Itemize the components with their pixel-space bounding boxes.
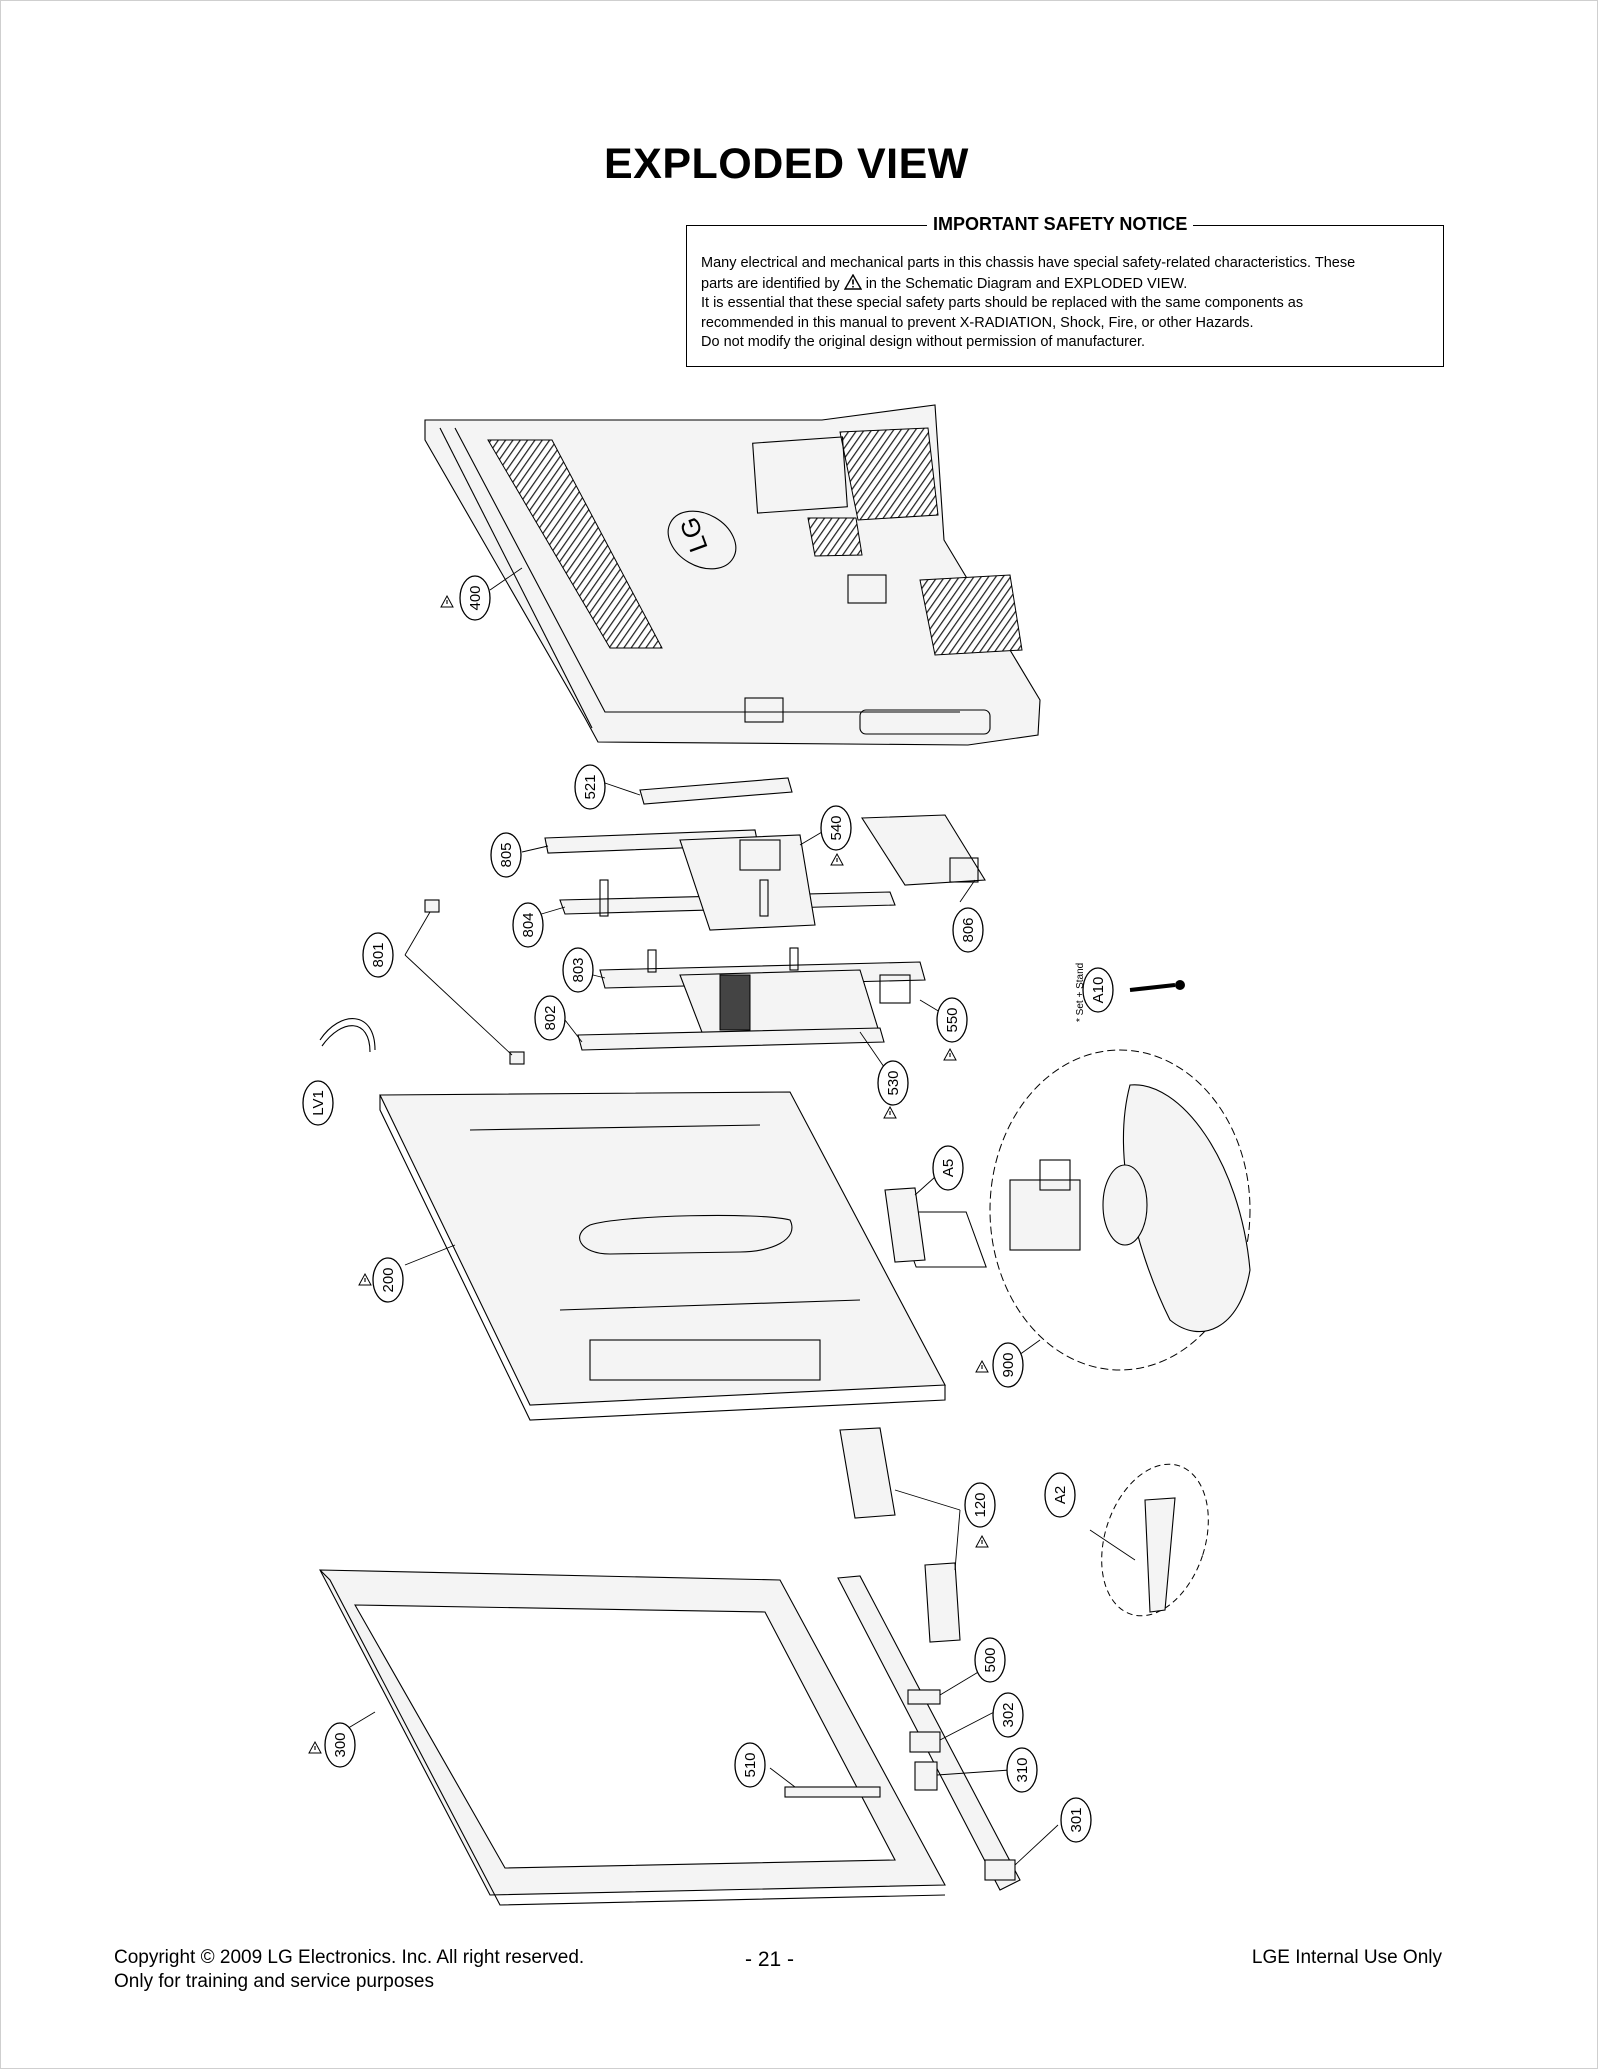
speaker-a5-part	[884, 1187, 926, 1263]
back-cover-part: LG	[424, 404, 1041, 746]
ir-board-120-part	[839, 1427, 961, 1643]
callout-label: 310	[1014, 1757, 1031, 1782]
callout-lv1: LV1	[302, 1080, 334, 1126]
callout-301: 301	[1060, 1797, 1092, 1843]
footer-usage: LGE Internal Use Only	[1251, 1947, 1442, 1968]
bracket-510-part	[769, 1767, 881, 1798]
callout-530: 530	[877, 1060, 909, 1106]
callout-804: 804	[512, 902, 544, 948]
callout-label: 802	[542, 1005, 559, 1030]
stand-note: * Set + Stand	[1075, 963, 1086, 1022]
side-parts-assembly	[837, 1575, 1059, 1891]
callout-label: 500	[982, 1647, 999, 1672]
callout-label: 510	[742, 1752, 759, 1777]
callout-label: 400	[467, 585, 484, 610]
callout-label: LV1	[310, 1090, 327, 1116]
callout-300: 300	[324, 1722, 356, 1768]
callout-510: 510	[734, 1742, 766, 1788]
safety-notice-body: Many electrical and mechanical parts in …	[701, 254, 1431, 353]
callout-label: 900	[1000, 1352, 1017, 1377]
callout-label: 540	[828, 815, 845, 840]
footer-copyright: Copyright © 2009 LG Electronics. Inc. Al…	[114, 1947, 585, 1968]
remote-a2-part	[1089, 1463, 1209, 1617]
main-board-assembly-part	[544, 829, 896, 931]
stand-900-part	[989, 1049, 1251, 1371]
callout-806: 806	[952, 907, 984, 953]
callout-302: 302	[992, 1692, 1024, 1738]
callout-200: 200	[372, 1257, 404, 1303]
notice-line-1: Many electrical and mechanical parts in …	[701, 255, 1356, 271]
callout-label: 530	[885, 1070, 902, 1095]
callout-label: 301	[1068, 1807, 1085, 1832]
bracket-521-part	[639, 777, 793, 805]
callout-label: 521	[582, 774, 599, 799]
module-200-part	[379, 1091, 987, 1421]
board-806-part	[861, 814, 986, 886]
footer-left: Copyright © 2009 LG Electronics. Inc. Al…	[114, 1946, 584, 1994]
notice-line-5: Do not modify the original design withou…	[701, 334, 1146, 350]
notice-line-3: It is essential that these special safet…	[701, 295, 1304, 311]
callout-310: 310	[1006, 1747, 1038, 1793]
callout-label: 804	[520, 912, 537, 937]
callout-a5: A5	[932, 1145, 964, 1191]
safety-notice-heading: IMPORTANT SAFETY NOTICE	[927, 214, 1194, 235]
callout-label: 805	[498, 842, 515, 867]
callout-label: A2	[1052, 1486, 1069, 1504]
footer-page-number: - 21 -	[745, 1948, 795, 1971]
page-title: EXPLODED VIEW	[604, 140, 969, 188]
callout-400: 400	[459, 575, 491, 621]
callout-label: A10	[1090, 977, 1107, 1004]
footer-purpose: Only for training and service purposes	[114, 1971, 434, 1992]
callout-label: 803	[570, 957, 587, 982]
callout-803: 803	[562, 947, 594, 993]
warning-triangle-icon	[843, 273, 862, 290]
notice-line-4: recommended in this manual to prevent X-…	[701, 314, 1254, 331]
front-cabinet-300-part	[319, 1569, 946, 1906]
callout-805: 805	[490, 832, 522, 878]
callout-500: 500	[974, 1637, 1006, 1683]
callout-label: 801	[370, 942, 387, 967]
bracket-801-part	[404, 899, 525, 1065]
callout-label: 300	[332, 1732, 349, 1757]
screw-a10-part	[1129, 980, 1185, 992]
callout-label: 120	[972, 1492, 989, 1517]
callout-900: 900	[992, 1342, 1024, 1388]
callout-802: 802	[534, 995, 566, 1041]
callout-a10: A10	[1082, 967, 1114, 1013]
callout-801: 801	[362, 932, 394, 978]
callout-550: 550	[936, 997, 968, 1043]
callout-label: 550	[944, 1007, 961, 1032]
callout-label: 302	[1000, 1702, 1017, 1727]
callout-label: A5	[940, 1159, 957, 1177]
notice-line-2: parts are identified by in the Schematic…	[701, 273, 1188, 292]
callout-120: 120	[964, 1482, 996, 1528]
power-board-assembly-part	[577, 947, 926, 1051]
safety-notice-box: IMPORTANT SAFETY NOTICE Many electrical …	[686, 214, 1444, 367]
callout-540: 540	[820, 805, 852, 851]
callout-a2: A2	[1044, 1472, 1076, 1518]
callout-label: 200	[380, 1267, 397, 1292]
callout-label: 806	[960, 917, 977, 942]
cable-lv1-part	[319, 1018, 376, 1053]
callout-521: 521	[574, 764, 606, 810]
part-callouts: 400 521 805 540 806 804 801 803 802 550 530 A10LV1A…	[302, 575, 1114, 1843]
